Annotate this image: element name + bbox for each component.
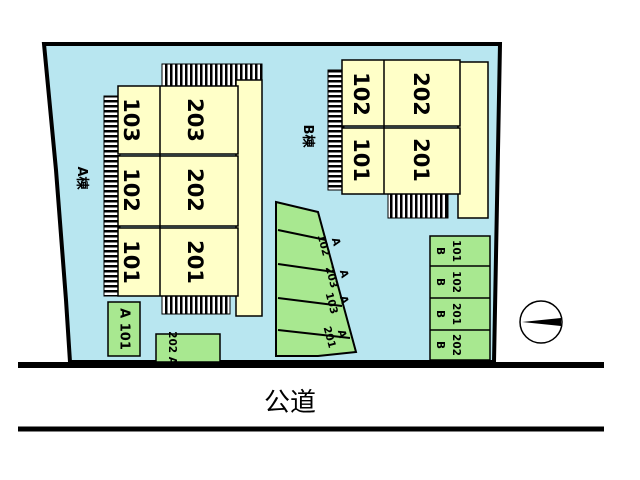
svg-text:A: A [335,328,349,340]
parking-a-diagonal [275,200,358,357]
unit-b-102: 102 [349,72,373,116]
svg-text:201: 201 [321,325,338,349]
svg-text:103: 103 [323,291,340,315]
svg-text:A: A [337,294,351,306]
parking-a-101 [107,301,141,357]
svg-text:102: 102 [315,233,332,257]
parking-b-201-num: 201 [450,303,462,325]
diag-slot-4: A 201 [321,325,349,349]
unit-a-201: 201 [183,240,207,284]
parking-b-101-bld: B [434,247,446,255]
parking-b-202-num: 202 [450,334,462,356]
svg-text:A: A [337,268,351,280]
unit-a-103: 103 [119,98,143,142]
svg-text:A: A [329,236,343,248]
parking-a-202-label: 202 A [166,331,178,366]
diag-slot-3: A 103 [323,291,351,315]
unit-b-201: 201 [409,138,433,182]
diag-slot-1: A 102 [315,233,343,257]
diag-slot-2: A 203 [323,265,351,289]
unit-a-203: 203 [183,98,207,142]
parking-b-101-num: 101 [450,240,462,262]
unit-a-202: 202 [183,168,207,212]
building-b [327,59,489,219]
parking-b-102-num: 102 [450,271,462,293]
parking-b-102-bld: B [434,278,446,286]
unit-a-101: 101 [119,240,143,284]
building-a-label: A棟 [74,166,90,190]
parking-b-202-bld: B [434,341,446,349]
parking-b-201-bld: B [434,310,446,318]
unit-b-101: 101 [349,138,373,182]
svg-text:203: 203 [323,265,340,289]
north-arrow-icon [519,300,563,344]
building-a [103,63,263,317]
parking-a-101-label: A 101 [117,308,132,350]
road [18,362,604,432]
parking-b [429,235,491,361]
parking-a-202 [155,333,221,363]
unit-b-202: 202 [409,72,433,116]
unit-a-102: 102 [119,168,143,212]
road-label: 公道 [264,388,316,418]
building-b-label: B棟 [300,125,316,149]
